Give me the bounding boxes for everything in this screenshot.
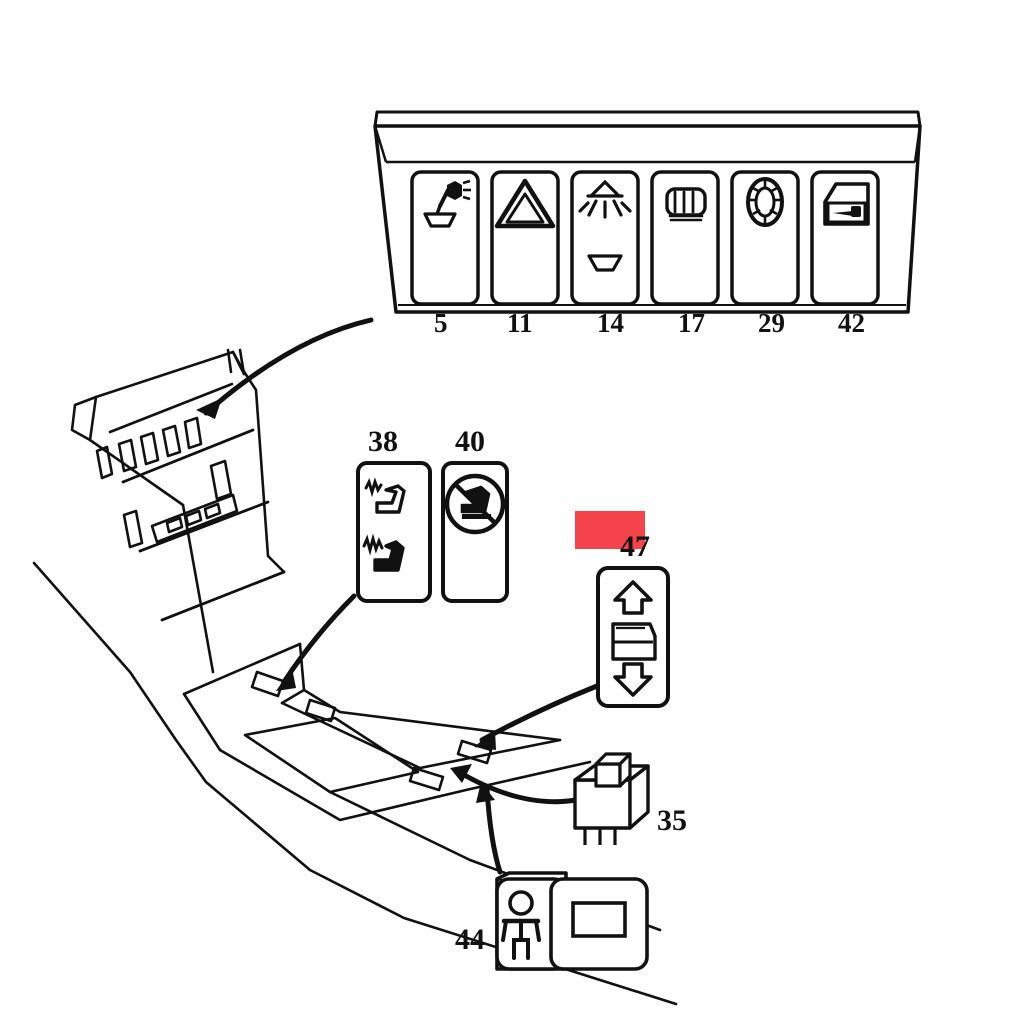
headlight-washer-icon <box>423 179 471 228</box>
red-highlight-marker <box>575 511 645 549</box>
fog-light-lower-bowl-icon <box>587 254 623 272</box>
callout-switch-44[interactable] <box>495 871 649 971</box>
child-occupant-icon <box>501 890 541 960</box>
callout-relay-35[interactable] <box>573 752 650 845</box>
switch-number-17: 17 <box>678 308 705 338</box>
switch-button-11[interactable] <box>490 170 560 306</box>
switch-number-29: 29 <box>758 308 785 338</box>
callout-number-40: 40 <box>455 425 485 458</box>
arrow-38-to-console <box>276 593 357 691</box>
callout-number-38: 38 <box>368 425 398 458</box>
power-window-down-arrow-icon <box>613 662 653 697</box>
arrow-47-to-console <box>474 683 600 750</box>
switch-number-5: 5 <box>434 308 448 338</box>
center-console-drawing <box>32 348 678 1006</box>
arrow-console-to-panel <box>196 317 374 419</box>
relay-cube-icon <box>573 752 650 845</box>
power-window-glass-icon <box>611 622 657 661</box>
switch-button-17[interactable] <box>650 170 720 306</box>
switch-button-29[interactable] <box>730 170 800 306</box>
heated-seat-icon <box>362 477 406 572</box>
switch-button-42[interactable] <box>810 170 880 306</box>
switch-button-14[interactable] <box>570 170 640 306</box>
callout-switch-40[interactable] <box>441 461 509 603</box>
callout-switch-38[interactable] <box>356 461 432 603</box>
arrow-35-to-console <box>450 764 579 805</box>
switch-number-11: 11 <box>507 308 533 338</box>
switch-number-14: 14 <box>597 308 624 338</box>
power-window-up-arrow-icon <box>613 580 653 615</box>
hazard-warning-icon <box>494 178 556 229</box>
switch-number-42: 42 <box>838 308 865 338</box>
airbag-off-child-seat-icon <box>444 473 506 535</box>
callout-number-47: 47 <box>620 530 650 563</box>
door-lock-icon <box>823 182 870 226</box>
window-indicator-icon <box>571 901 627 938</box>
fog-light-icon <box>578 179 632 219</box>
arrow-44-to-console <box>476 782 503 875</box>
callout-number-35: 35 <box>657 804 687 837</box>
callout-switch-47[interactable] <box>596 566 670 708</box>
rear-window-defrost-icon <box>665 187 707 222</box>
switch-button-5[interactable] <box>410 170 480 306</box>
callout-number-44: 44 <box>455 923 485 956</box>
tire-traction-icon <box>746 177 784 227</box>
